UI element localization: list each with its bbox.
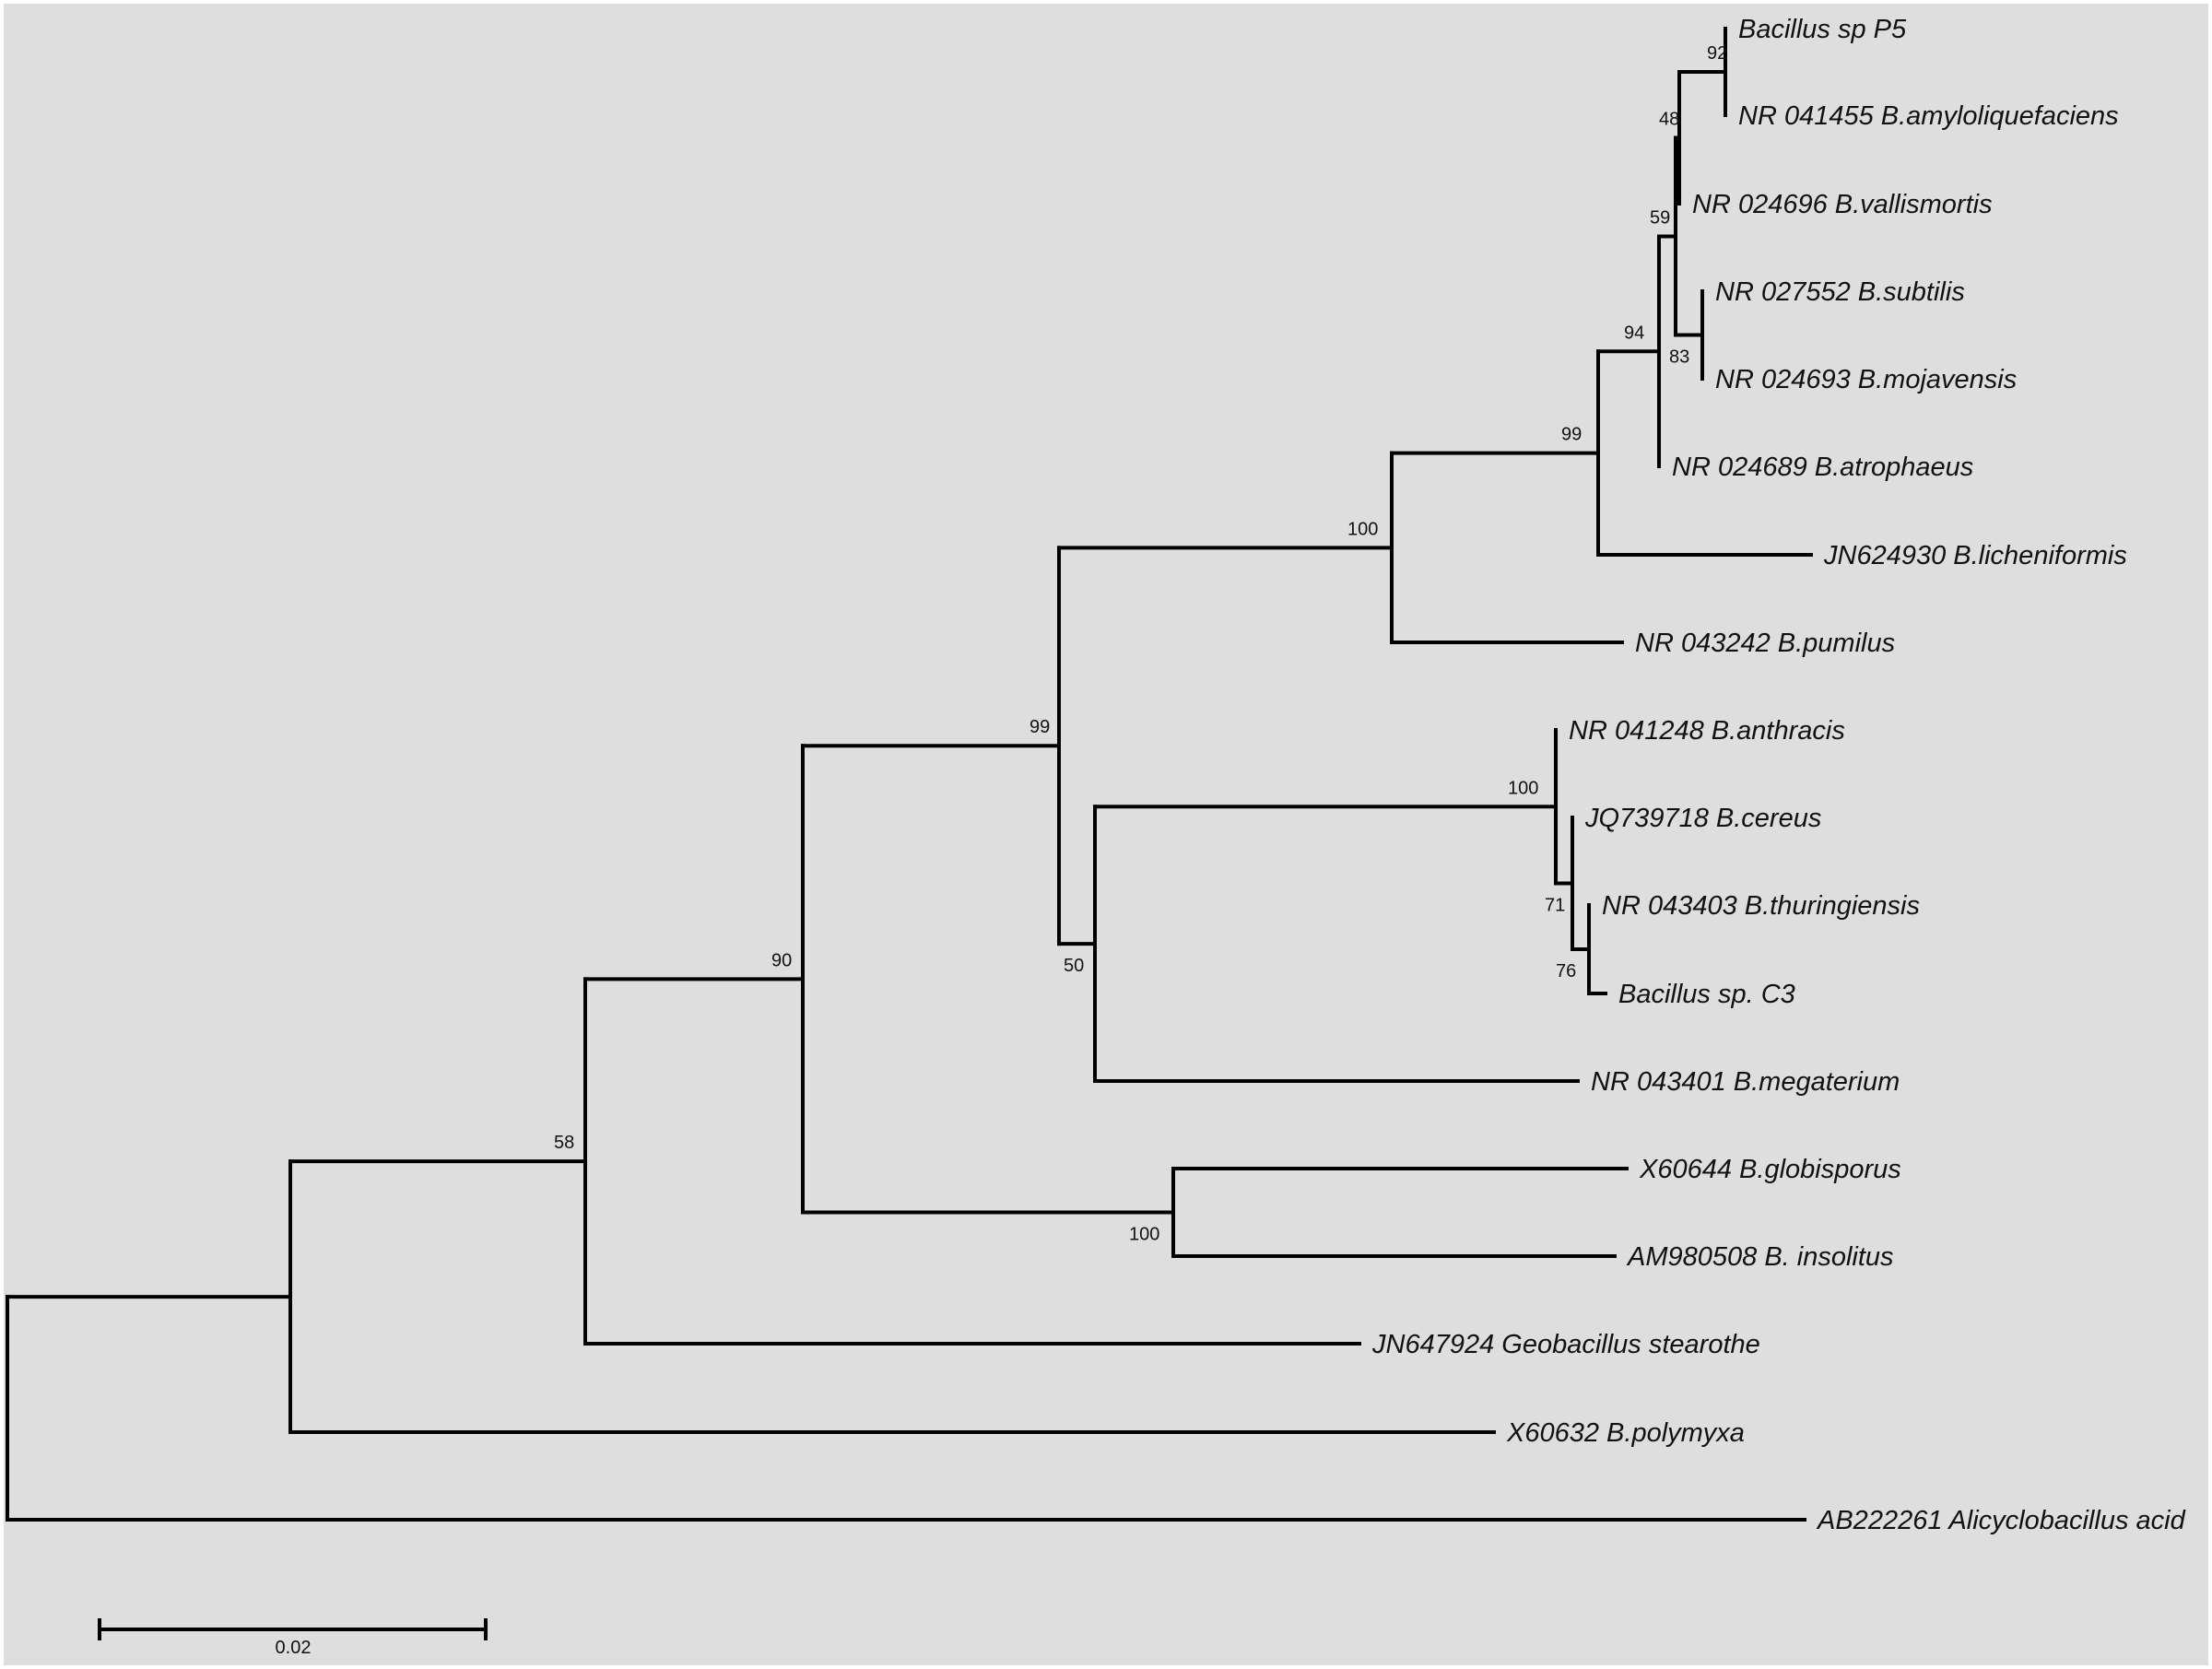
scale-bar: 0.02	[98, 1618, 488, 1658]
taxon-label: NR 024693 B.mojavensis	[1715, 365, 2017, 394]
taxon-label: NR 043403 B.thuringiensis	[1602, 891, 1920, 921]
taxon-label: JQ739718 B.cereus	[1584, 804, 1821, 833]
bootstrap-value: 50	[1064, 956, 1084, 976]
taxon-label: Bacillus sp. C3	[1618, 980, 1795, 1009]
taxon-label: NR 043401 B.megaterium	[1591, 1067, 1900, 1097]
taxon-label: JN624930 B.licheniformis	[1823, 541, 2127, 570]
bootstrap-value: 100	[1508, 778, 1538, 798]
taxon-label: Bacillus sp P5	[1738, 15, 1907, 44]
bootstrap-value: 83	[1669, 347, 1689, 368]
taxon-label: NR 041248 B.anthracis	[1569, 716, 1845, 746]
taxon-label: AM980508 B. insolitus	[1626, 1242, 1894, 1272]
bootstrap-value: 58	[554, 1133, 574, 1153]
taxon-label: AB222261 Alicyclobacillus acid	[1816, 1506, 2186, 1535]
taxon-label: NR 041455 B.amyloliquefaciens	[1738, 101, 2119, 131]
tree-branches	[6, 27, 1813, 1522]
bootstrap-value: 71	[1545, 896, 1565, 916]
bootstrap-value: 92	[1707, 43, 1727, 64]
bootstrap-value: 76	[1556, 961, 1576, 981]
bootstrap-value: 90	[771, 950, 792, 970]
taxon-label: JN647924 Geobacillus stearothe	[1371, 1330, 1760, 1359]
taxon-label: X60632 B.polymyxa	[1506, 1418, 1745, 1448]
taxon-label: NR 043242 B.pumilus	[1635, 629, 1895, 658]
taxon-label: NR 027552 B.subtilis	[1715, 277, 1965, 307]
figure-background	[4, 4, 2208, 1665]
bootstrap-value: 94	[1624, 323, 1644, 343]
bootstrap-value: 99	[1561, 425, 1582, 445]
bootstrap-values: 92 48 83 59 94 99 100 76 71 100 50 99 100 90 58	[554, 43, 1727, 1245]
taxon-label: NR 024696 B.vallismortis	[1692, 190, 1993, 219]
bootstrap-value: 100	[1129, 1225, 1159, 1245]
bootstrap-value: 100	[1347, 519, 1378, 539]
taxon-label: NR 024689 B.atrophaeus	[1672, 453, 1973, 482]
bootstrap-value: 59	[1650, 208, 1670, 229]
taxon-labels: Bacillus sp P5 NR 041455 B.amyloliquefaci…	[1371, 15, 2186, 1535]
taxon-label: X60644 B.globisporus	[1639, 1155, 1901, 1184]
scale-bar-label: 0.02	[276, 1638, 312, 1658]
bootstrap-value: 99	[1030, 717, 1050, 737]
bootstrap-value: 48	[1659, 110, 1679, 130]
